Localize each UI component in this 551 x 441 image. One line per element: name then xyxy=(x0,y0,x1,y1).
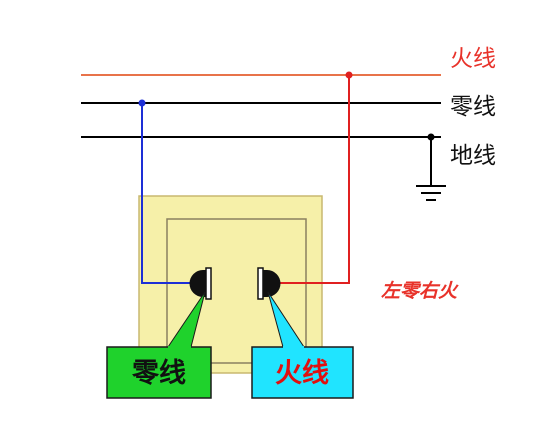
neutral-callout-seam xyxy=(168,346,191,349)
neutral-callout-box xyxy=(106,346,212,399)
neutral-callout-text: 零线 xyxy=(131,358,186,389)
neutral-drop-wire xyxy=(141,103,195,284)
neutral-wire-label: 零线 xyxy=(450,94,496,120)
live-callout-seam xyxy=(283,346,304,349)
live-wire-label: 火线 xyxy=(450,46,496,72)
neutral-terminal xyxy=(189,267,212,300)
live-callout-text: 火线 xyxy=(275,358,329,389)
rule-label: 左零右火 xyxy=(381,280,459,302)
ground-wire-label: 地线 xyxy=(450,143,496,169)
live-terminal xyxy=(257,267,281,300)
live-drop-wire xyxy=(272,75,350,284)
live-callout-box xyxy=(251,346,354,399)
ground-symbol-icon xyxy=(416,137,446,201)
